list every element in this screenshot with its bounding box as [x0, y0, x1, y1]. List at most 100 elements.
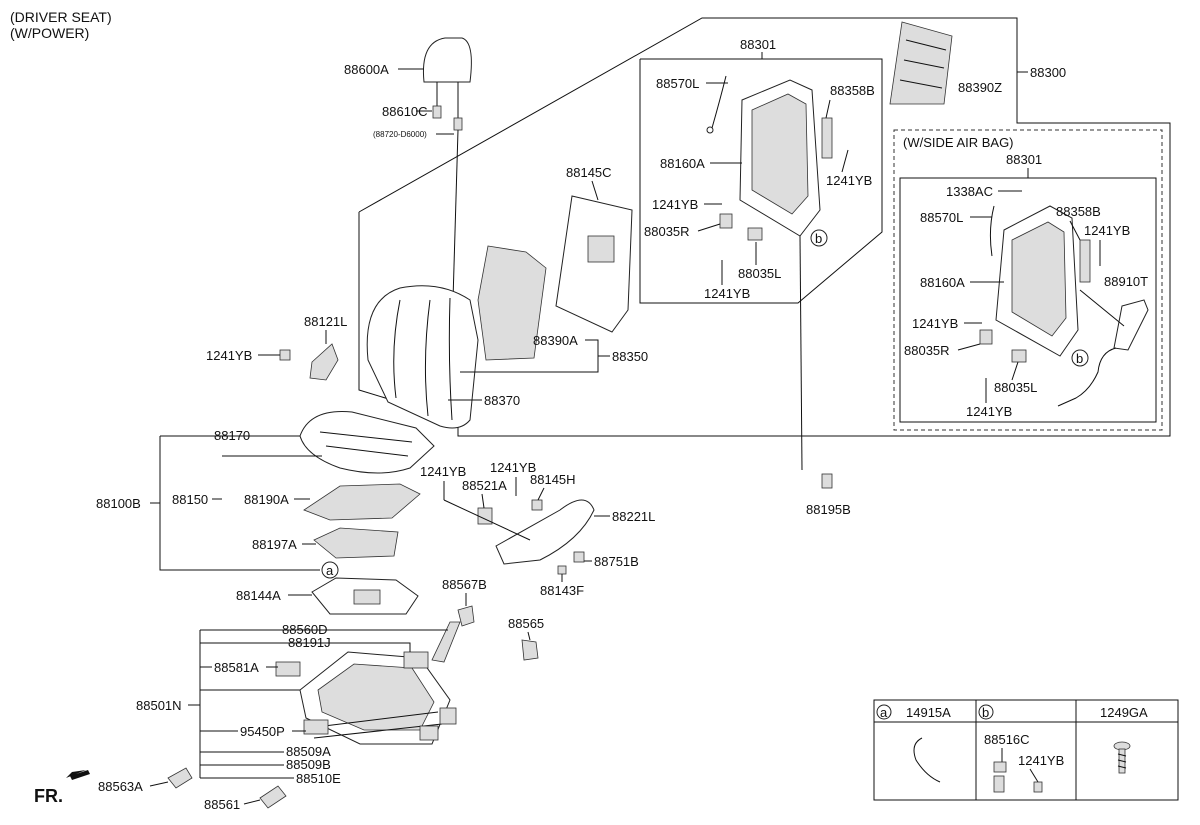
- leader-88145H: [537, 487, 545, 501]
- legend-1249GA: 1249GA: [1100, 705, 1148, 720]
- label-88190A: 88190A: [244, 492, 289, 507]
- headrest-icon: [422, 37, 472, 301]
- label-88221L: 88221L: [612, 509, 655, 524]
- label-88145C: 88145C: [566, 165, 612, 180]
- label-88600A: 88600A: [344, 62, 389, 77]
- legend-88516C: 88516C: [984, 732, 1030, 747]
- label-88121L: 88121L: [304, 314, 347, 329]
- label-88145H: 88145H: [530, 472, 576, 487]
- label-88301: 88301: [740, 37, 776, 52]
- label-88150: 88150: [172, 492, 208, 507]
- label-88390A: 88390A: [533, 333, 578, 348]
- leader-legend-1241YB: [1029, 768, 1039, 783]
- back-frame-icon: [706, 75, 833, 241]
- label-88370: 88370: [484, 393, 520, 408]
- label-88610C: 88610C: [382, 104, 428, 119]
- bolt-88195B-icon: [821, 473, 833, 489]
- label-88035R-airbag: 88035R: [904, 343, 950, 358]
- marker-b-2: [1071, 349, 1089, 367]
- header-line-2: (W/POWER): [10, 25, 89, 41]
- label-88509A: 88509A: [286, 744, 331, 759]
- leader-88910T: [1079, 289, 1125, 327]
- leader-88035R-airbag: [957, 343, 981, 351]
- label-88565: 88565: [508, 616, 544, 631]
- label-1241YB-2: 1241YB: [652, 197, 698, 212]
- leader-1241YB-1: [841, 149, 849, 173]
- label-88195B: 88195B: [806, 502, 851, 517]
- leader-88195B-line: [799, 235, 803, 471]
- legend-14915A: 14915A: [906, 705, 951, 720]
- leader-88563A: [149, 781, 169, 787]
- cover-88563A-icon: [167, 767, 193, 789]
- belt-buckle-icon: [431, 605, 539, 663]
- side-airbag-box: [893, 129, 1163, 431]
- marker-a: [321, 561, 339, 579]
- bracket-88100B: [159, 436, 320, 571]
- label-1241YB-5: 1241YB: [912, 316, 958, 331]
- screw-1249GA-icon: [1113, 741, 1131, 774]
- label-88570L-airbag: 88570L: [920, 210, 963, 225]
- label-1241YB-7: 1241YB: [206, 348, 252, 363]
- label-88390Z: 88390Z: [958, 80, 1002, 95]
- label-88035L: 88035L: [738, 266, 781, 281]
- leader-88035L-airbag: [1011, 361, 1019, 381]
- label-88100B: 88100B: [96, 496, 141, 511]
- label-88510E: 88510E: [296, 771, 341, 786]
- header-line-1: (DRIVER SEAT): [10, 9, 112, 25]
- seat-cushion-icon: [299, 411, 435, 615]
- label-88521A: 88521A: [462, 478, 507, 493]
- leader-88521A: [481, 493, 485, 509]
- marker-a-text: a: [326, 563, 334, 578]
- wire-clip-icon: [913, 737, 941, 783]
- side-shield-icon: [443, 499, 595, 575]
- marker-b-2-text: b: [1076, 351, 1083, 366]
- label-88350: 88350: [612, 349, 648, 364]
- legend-table: [873, 699, 1179, 801]
- marker-b-1: [810, 229, 828, 247]
- label-1338AC: 1338AC: [946, 184, 993, 199]
- fr-direction-label: FR.: [34, 786, 63, 806]
- label-88035L-airbag: 88035L: [994, 380, 1037, 395]
- label-88160A-airbag: 88160A: [920, 275, 965, 290]
- legend-marker-b: [978, 704, 994, 720]
- label-88300: 88300: [1030, 65, 1066, 80]
- label-1241YB-8: 1241YB: [420, 464, 466, 479]
- label-88720: (88720-D6000): [373, 130, 427, 139]
- label-88301-airbag: 88301: [1006, 152, 1042, 167]
- leader-88145C: [591, 180, 599, 201]
- label-88143F: 88143F: [540, 583, 584, 598]
- seat-track-icon: [275, 651, 457, 745]
- bolt-legend-icon: [1033, 781, 1043, 793]
- back-board-icon: [889, 21, 953, 105]
- label-88563A: 88563A: [98, 779, 143, 794]
- back-frame-airbag-icon: [979, 205, 1149, 407]
- label-1241YB-3: 1241YB: [704, 286, 750, 301]
- leader-88565: [527, 631, 531, 641]
- back-frame-box: [639, 58, 883, 304]
- label-1241YB-1: 1241YB: [826, 173, 872, 188]
- legend-1241YB: 1241YB: [1018, 753, 1064, 768]
- label-88567B: 88567B: [442, 577, 487, 592]
- label-88035R: 88035R: [644, 224, 690, 239]
- clip-88516C-icon: [993, 761, 1007, 793]
- label-88144A: 88144A: [236, 588, 281, 603]
- label-88501N: 88501N: [136, 698, 182, 713]
- label-88751B: 88751B: [594, 554, 639, 569]
- label-88561: 88561: [204, 797, 240, 812]
- label-88509B: 88509B: [286, 757, 331, 772]
- label-88170: 88170: [214, 428, 250, 443]
- fr-arrow-icon: [66, 770, 90, 780]
- marker-b-1-text: b: [815, 231, 822, 246]
- leader-88561: [243, 799, 261, 805]
- seat-back-cover-icon: [366, 195, 633, 429]
- legend-marker-a: [876, 704, 892, 720]
- label-88197A: 88197A: [252, 537, 297, 552]
- label-88581A: 88581A: [214, 660, 259, 675]
- leader-88191J: [200, 642, 411, 652]
- label-88570L: 88570L: [656, 76, 699, 91]
- side-airbag-label: (W/SIDE AIR BAG): [903, 135, 1014, 150]
- label-88160A: 88160A: [660, 156, 705, 171]
- legend-marker-a-text: a: [880, 705, 888, 720]
